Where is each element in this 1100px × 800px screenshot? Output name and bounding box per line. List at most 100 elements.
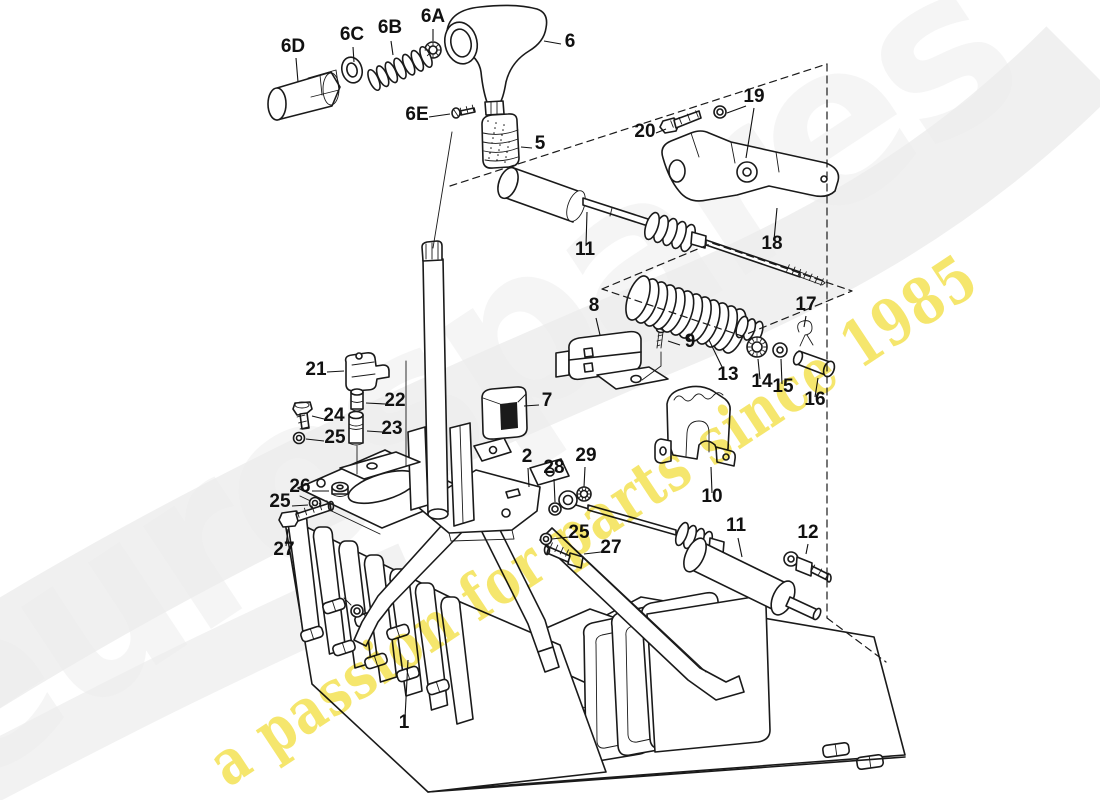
leader-line-11 xyxy=(737,537,743,558)
part-5-damper-sleeve xyxy=(481,113,520,169)
part-27-bolt-a xyxy=(278,500,335,528)
part-label-11: 11 xyxy=(575,239,596,260)
part-label-25: 25 xyxy=(568,522,590,543)
part-label-24: 24 xyxy=(323,405,345,426)
part-label-6B: 6B xyxy=(378,17,402,38)
part-8-switch xyxy=(555,330,669,390)
leader-line-24 xyxy=(311,415,325,420)
part-label-25: 25 xyxy=(269,491,291,512)
leader-line-9 xyxy=(667,340,681,346)
part-label-1: 1 xyxy=(399,712,410,733)
part-11-shift-rod-lower xyxy=(558,490,822,621)
part-label-22: 22 xyxy=(384,390,405,411)
leader-line-18 xyxy=(773,207,778,241)
part-25-washer-a xyxy=(292,431,306,445)
leader-line-21 xyxy=(326,370,345,373)
part-label-8: 8 xyxy=(589,295,600,316)
leader-line-16 xyxy=(814,377,819,398)
part-26-nut xyxy=(331,481,349,497)
part-label-20: 20 xyxy=(634,121,655,142)
part-label-6D: 6D xyxy=(281,36,305,57)
leader-line-6E xyxy=(428,113,451,118)
part-28-washer xyxy=(548,502,562,516)
part-label-19: 19 xyxy=(743,86,764,107)
construction-dashed-lines xyxy=(449,63,887,663)
part-label-6C: 6C xyxy=(340,24,365,45)
part-18-bracket xyxy=(661,130,840,202)
part-7-bushing xyxy=(481,386,528,440)
leader-line-25 xyxy=(291,504,309,507)
part-12-bolt xyxy=(783,551,832,583)
part-label-12: 12 xyxy=(797,522,818,543)
leader-line-13 xyxy=(708,339,725,372)
part-label-25: 25 xyxy=(324,427,346,448)
leader-line-14 xyxy=(757,358,761,380)
leader-line-23 xyxy=(366,430,383,433)
leader-line-28 xyxy=(553,478,556,503)
part-label-14: 14 xyxy=(751,371,773,392)
part-label-28: 28 xyxy=(543,457,564,478)
part-label-18: 18 xyxy=(761,233,782,254)
part-label-7: 7 xyxy=(542,390,553,411)
leader-line-6C xyxy=(352,46,355,63)
part-label-10: 10 xyxy=(701,486,722,507)
part-22-pin xyxy=(350,388,364,412)
part-6D-sleeve xyxy=(267,69,341,121)
part-label-29: 29 xyxy=(575,445,596,466)
leader-line-12 xyxy=(805,543,809,555)
part-25-washer-c xyxy=(539,532,553,546)
spring-dashed-box xyxy=(601,242,853,337)
leader-line-6B xyxy=(390,40,394,56)
part-label-27: 27 xyxy=(600,537,621,558)
part-6E-screw xyxy=(451,107,476,119)
leader-line-2 xyxy=(527,467,530,488)
part-label-6E: 6E xyxy=(405,104,428,125)
leader-line-25 xyxy=(551,536,570,540)
leader-line-19 xyxy=(745,107,755,159)
leader-line-10 xyxy=(710,466,713,494)
part-label-13: 13 xyxy=(717,364,738,385)
part-label-6A: 6A xyxy=(421,6,446,27)
part-13-spring xyxy=(625,275,764,354)
part-label-16: 16 xyxy=(804,389,825,410)
part-label-23: 23 xyxy=(381,418,402,439)
part-6-shift-knob xyxy=(443,4,548,116)
leader-line-29 xyxy=(583,466,586,488)
part-11-shift-rod-upper xyxy=(497,166,826,286)
leader-line-6 xyxy=(543,40,562,45)
leader-line-5 xyxy=(520,146,533,149)
part-10-gate-bracket xyxy=(654,385,736,467)
leader-line-19 xyxy=(726,105,747,114)
part-label-6: 6 xyxy=(565,31,576,52)
part-label-21: 21 xyxy=(305,359,327,380)
part-6B-spring xyxy=(367,45,433,92)
part-24-bolt xyxy=(292,401,313,430)
part-label-15: 15 xyxy=(772,376,794,397)
diagram-art xyxy=(267,4,906,793)
leader-line-20 xyxy=(655,128,667,134)
shift-tube-and-column xyxy=(339,131,570,527)
part-label-27: 27 xyxy=(273,539,294,560)
part-label-2: 2 xyxy=(522,446,533,467)
part-6C-ring xyxy=(340,56,364,84)
part-label-5: 5 xyxy=(535,133,546,154)
part-15-washer xyxy=(772,342,788,358)
leader-line-27 xyxy=(285,528,289,547)
leader-line-8 xyxy=(595,317,601,336)
part-17-clip xyxy=(797,320,814,347)
part-19-washer xyxy=(713,105,727,119)
leader-line-27 xyxy=(583,551,602,555)
leader-line-6D xyxy=(295,57,299,83)
part-label-17: 17 xyxy=(795,294,816,315)
shift-lever-arms xyxy=(343,513,745,701)
part-27-bolt-b xyxy=(543,544,584,569)
leader-line-17 xyxy=(803,315,807,328)
part-23-pin xyxy=(348,410,364,446)
leader-line-11 xyxy=(585,211,588,247)
part-label-11: 11 xyxy=(726,515,747,536)
leader-line-15 xyxy=(780,358,783,385)
leader-line-25 xyxy=(305,438,325,442)
